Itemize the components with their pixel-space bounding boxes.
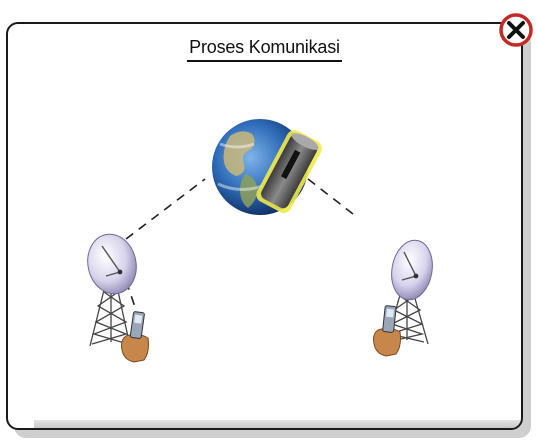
communication-scene <box>87 119 433 363</box>
window-title: Proses Komunikasi <box>8 37 521 62</box>
signal-link-left-uplink <box>125 178 206 240</box>
close-x-icon[interactable] <box>498 12 534 48</box>
hand-holding-phone-left <box>121 311 149 363</box>
bottom-scroll-bar <box>34 420 521 428</box>
window-title-text: Proses Komunikasi <box>187 37 342 62</box>
hand-holding-phone-right <box>373 305 401 357</box>
globe-with-satellite-icon <box>212 119 322 215</box>
signal-link-right-downlink <box>307 178 354 215</box>
dialog-window: Proses Komunikasi <box>6 22 523 430</box>
satellite-dish-tower-left <box>87 233 137 347</box>
